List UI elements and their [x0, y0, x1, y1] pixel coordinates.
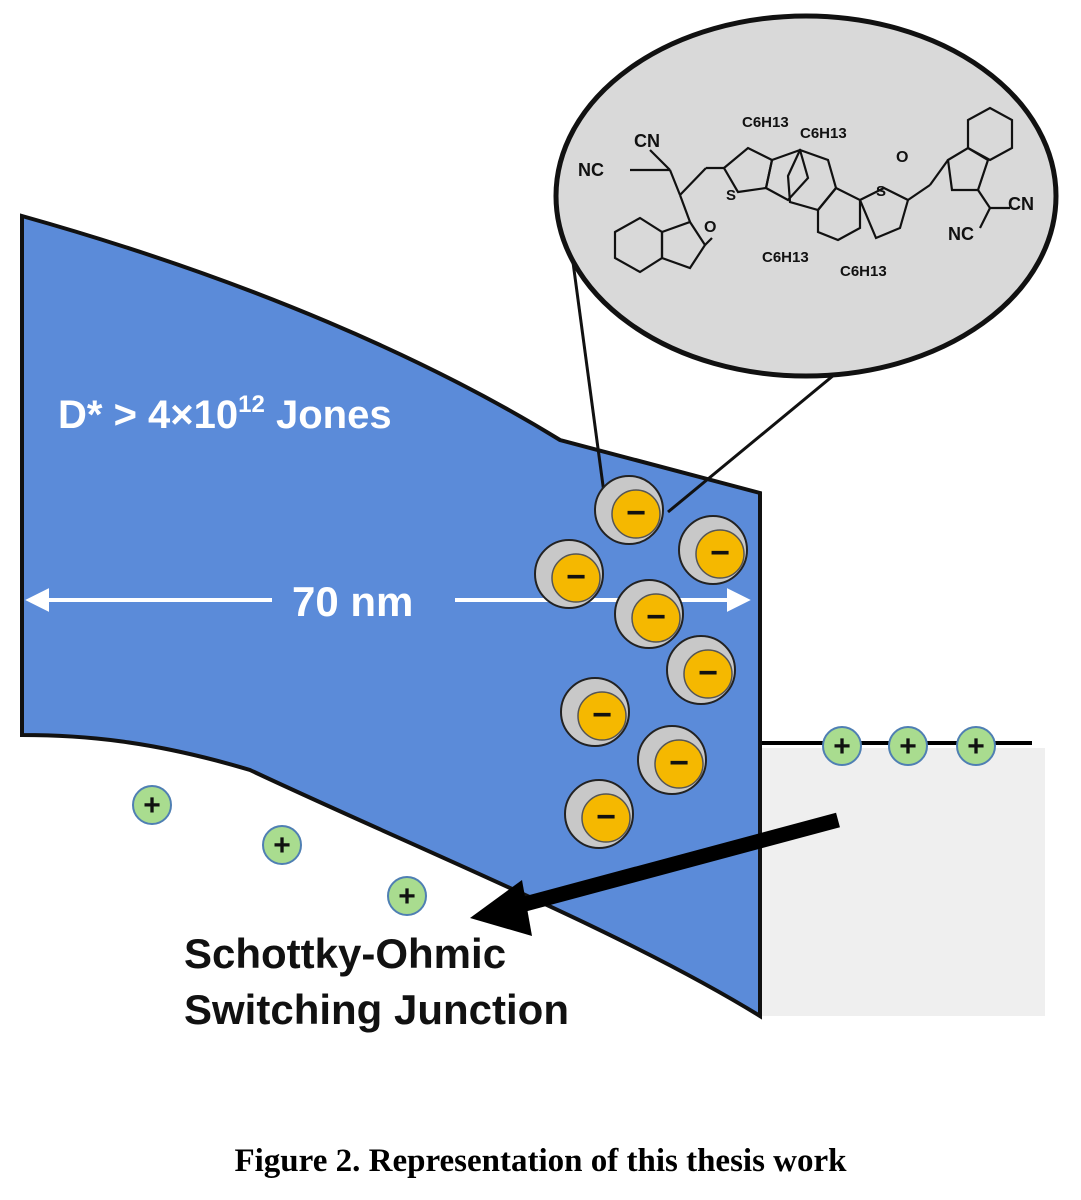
electron-symbol: − [592, 696, 612, 734]
hole: + [822, 726, 862, 766]
chem-label-c6h13-top1: C6H13 [742, 114, 789, 131]
hole: + [132, 785, 172, 825]
hole-circle [822, 726, 862, 766]
hole-group: + + + + + + [132, 726, 996, 916]
electron-core [695, 529, 745, 579]
hole-symbol: + [899, 730, 917, 763]
electron: − [666, 635, 736, 705]
electron-core [683, 649, 733, 699]
hole-circle [262, 825, 302, 865]
electron-group: −−−−−−−− [534, 475, 748, 849]
electron-symbol: − [646, 598, 666, 636]
figure-caption: Figure 2. Representation of this thesis … [234, 1143, 847, 1179]
hole: + [387, 876, 427, 916]
hole-symbol: + [967, 730, 985, 763]
chem-label-c6h13-bot2: C6H13 [840, 263, 887, 280]
width-label: 70 nm [292, 578, 413, 625]
hole-symbol: + [833, 730, 851, 763]
chem-label-c6h13-bot1: C6H13 [762, 249, 809, 266]
electron-symbol: − [566, 558, 586, 596]
electron: − [534, 539, 604, 609]
junction-label-line1: Schottky-Ohmic [184, 930, 506, 977]
chem-label-cn-top: CN [634, 131, 660, 151]
chem-label-nc-right: NC [948, 224, 974, 244]
electron-symbol: − [710, 534, 730, 572]
hole-circle [956, 726, 996, 766]
electron-symbol: − [698, 654, 718, 692]
chem-label-s-right: S [876, 183, 886, 200]
electron-symbol: − [669, 744, 689, 782]
electron: − [637, 725, 707, 795]
electron-core [611, 489, 661, 539]
schottky-ohmic-diagram: CN NC O S C6H13 C6H13 C6H13 C6H13 S O CN… [20, 13, 1059, 1033]
detectivity-label: D* > 4×1012 Jones [58, 391, 392, 437]
electron: − [594, 475, 664, 545]
electron-core [577, 691, 627, 741]
molecule-bubble [553, 13, 1059, 379]
junction-arrow-shaft [508, 812, 840, 916]
chem-label-c6h13-top2: C6H13 [800, 125, 847, 142]
electron-core [654, 739, 704, 789]
junction-label-line2: Switching Junction [184, 986, 569, 1033]
metal-contact [760, 748, 1045, 1016]
electron: − [678, 515, 748, 585]
chem-label-s-left: S [726, 187, 736, 204]
zoom-line-left [566, 224, 606, 494]
hole-circle [132, 785, 172, 825]
electron-symbol: − [596, 798, 616, 836]
hole-symbol: + [143, 789, 161, 822]
hole-symbol: + [398, 880, 416, 913]
hole-symbol: + [273, 829, 291, 862]
hole: + [888, 726, 928, 766]
hole: + [956, 726, 996, 766]
chem-label-o-right: O [896, 149, 908, 166]
electron-symbol: − [626, 494, 646, 532]
zoom-line-right [667, 368, 841, 514]
electron-core [581, 793, 631, 843]
hole-circle [888, 726, 928, 766]
electron: − [564, 779, 634, 849]
chem-label-nc-left: NC [578, 160, 604, 180]
molecule-structure [613, 106, 1014, 274]
electron: − [560, 677, 630, 747]
electron-core [631, 593, 681, 643]
chem-label-cn-right: CN [1008, 194, 1034, 214]
hole: + [262, 825, 302, 865]
chem-label-o-left: O [704, 219, 716, 236]
hole-circle [387, 876, 427, 916]
junction-arrow-head [470, 880, 532, 936]
electron-core [551, 553, 601, 603]
molecule-labels: CN NC O S C6H13 C6H13 C6H13 C6H13 S O CN… [578, 114, 1034, 280]
electron: − [614, 579, 684, 649]
